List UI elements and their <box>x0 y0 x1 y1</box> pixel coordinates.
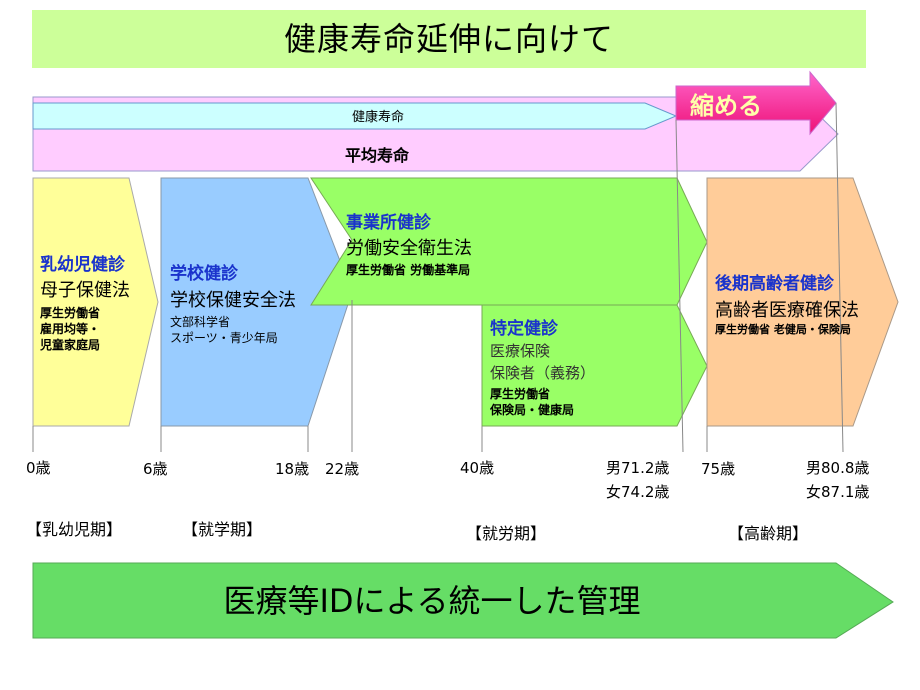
age-6: 6歳 <box>143 460 168 478</box>
infant-ministry-3: 児童家庭局 <box>40 338 101 352</box>
age-male-average: 男71.2歳 <box>606 459 670 477</box>
specific-line-2: 保険者（義務） <box>490 364 596 382</box>
infant-law: 母子保健法 <box>40 280 130 301</box>
bottom-arrow <box>32 562 894 639</box>
shorten-arrow <box>675 70 837 136</box>
specific-ministry-1: 厚生労働省 <box>490 387 551 401</box>
workplace-ministry: 厚生労働省 労働基準局 <box>346 263 471 277</box>
shorten-label: 縮める <box>690 92 762 120</box>
period-elderly: 【高齢期】 <box>728 524 809 543</box>
elderly-ministry: 厚生労働省 老健局・保険局 <box>715 323 851 336</box>
average-life-label: 平均寿命 <box>345 146 410 165</box>
specific-ministry-2: 保険局・健康局 <box>490 403 575 417</box>
infant-checkup-box <box>32 177 159 427</box>
elderly-law: 高齢者医療確保法 <box>715 300 859 321</box>
elderly-title: 後期高齢者健診 <box>715 274 834 294</box>
period-infancy: 【乳幼児期】 <box>26 520 123 539</box>
school-title: 学校健診 <box>170 264 238 284</box>
age-male-life: 男80.8歳 <box>806 459 870 477</box>
infant-ministry-2: 雇用均等・ <box>40 322 101 336</box>
age-female-average: 女74.2歳 <box>606 483 670 501</box>
period-working: 【就労期】 <box>466 524 547 543</box>
age-female-life: 女87.1歳 <box>806 483 870 501</box>
page-title: 健康寿命延伸に向けて <box>283 20 614 58</box>
healthy-life-bar <box>32 102 678 130</box>
unified-management-label: 医療等IDによる統一した管理 <box>223 582 641 620</box>
age-75: 75歳 <box>701 460 736 478</box>
age-0: 0歳 <box>26 459 51 477</box>
workplace-law: 労働安全衛生法 <box>346 238 472 259</box>
infant-title: 乳幼児健診 <box>40 255 125 275</box>
period-school: 【就学期】 <box>182 520 263 539</box>
specific-checkup-box <box>481 304 708 427</box>
age-18: 18歳 <box>275 460 310 478</box>
specific-line-1: 医療保険 <box>490 342 551 360</box>
school-law: 学校保健安全法 <box>170 290 296 311</box>
school-ministry-1: 文部科学省 <box>170 315 231 329</box>
healthy-life-label: 健康寿命 <box>352 110 405 125</box>
age-22: 22歳 <box>325 460 360 478</box>
school-ministry-2: スポーツ・青少年局 <box>170 331 278 345</box>
infant-ministry-1: 厚生労働省 <box>40 306 101 320</box>
school-checkup-box <box>160 177 353 427</box>
workplace-title: 事業所健診 <box>346 213 431 233</box>
age-40: 40歳 <box>460 459 495 477</box>
specific-title: 特定健診 <box>490 319 558 339</box>
elderly-checkup-box <box>706 177 899 427</box>
title-banner <box>32 10 866 68</box>
